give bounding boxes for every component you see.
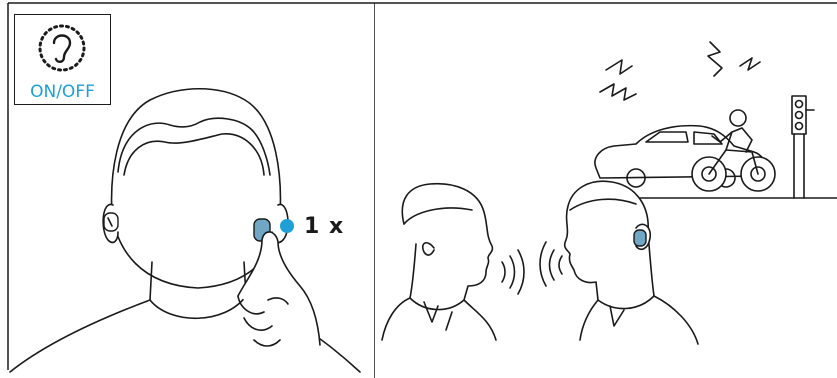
sound-wave-icon <box>502 242 562 294</box>
panel-left: ON/OFF 1 x <box>0 0 374 378</box>
noise-zigzag-icon <box>600 42 760 100</box>
speaking-person-illustration <box>382 184 496 340</box>
ear-icon <box>15 15 109 79</box>
conversation-street-illustration <box>374 0 837 378</box>
on-off-mode-box: ON/OFF <box>14 14 111 105</box>
panel-right <box>374 0 837 378</box>
listening-person-illustration <box>565 181 698 344</box>
motorcycle-icon <box>692 110 775 191</box>
on-off-label: ON/OFF <box>15 82 110 102</box>
press-count-label: 1 x <box>304 214 344 239</box>
earbud-worn <box>634 230 646 246</box>
traffic-light-icon <box>792 96 814 198</box>
car-icon <box>595 126 766 187</box>
blue-dot-indicator <box>280 219 294 233</box>
